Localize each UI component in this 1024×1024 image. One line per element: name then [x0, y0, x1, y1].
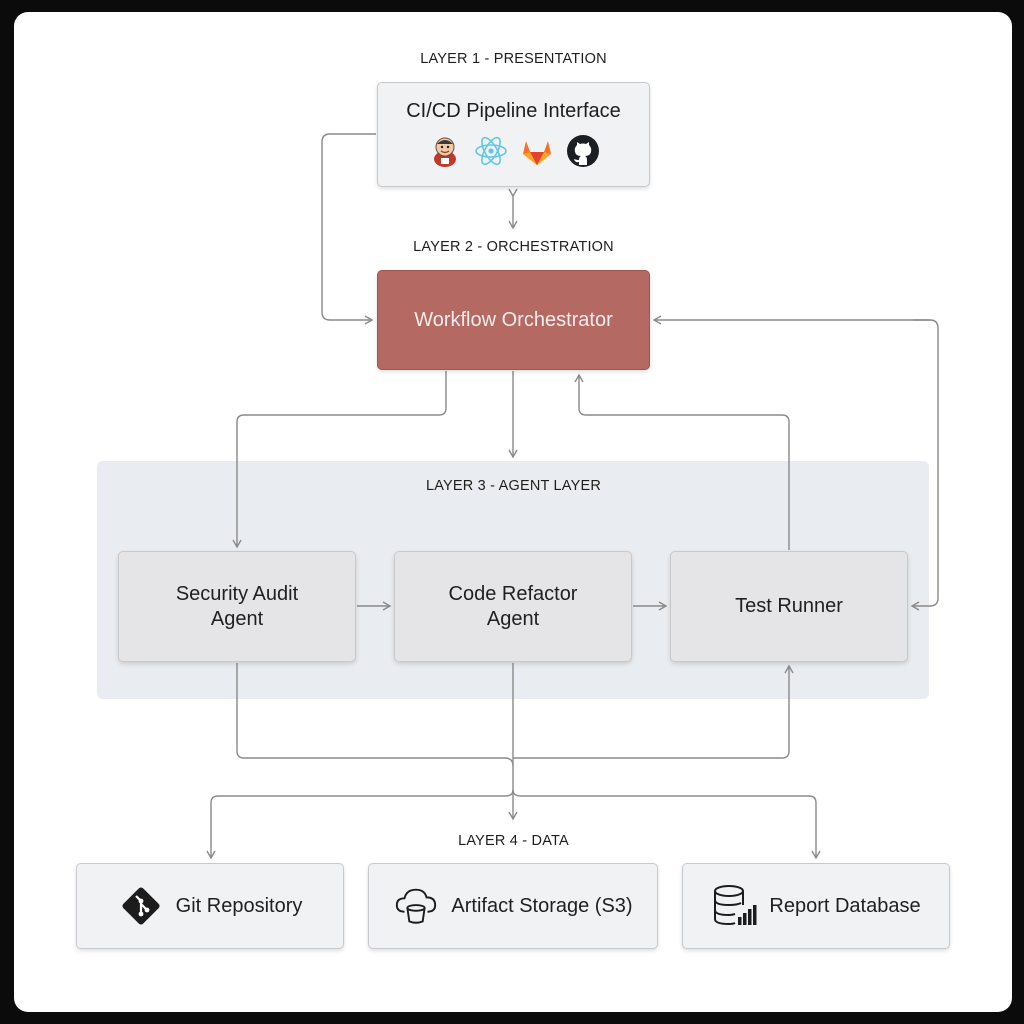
- connector-orchestrator-security: [232, 371, 447, 549]
- workflow-orchestrator-label: Workflow Orchestrator: [414, 308, 613, 331]
- connector-to-git: [206, 789, 514, 860]
- artifact-storage-node[interactable]: Artifact Storage (S3): [368, 863, 658, 949]
- report-database-node[interactable]: Report Database: [682, 863, 950, 949]
- cloud-bucket-icon: [393, 883, 439, 929]
- cicd-pipeline-interface-title: CI/CD Pipeline Interface: [406, 100, 621, 122]
- connector-to-report: [512, 789, 821, 860]
- report-database-label: Report Database: [769, 894, 921, 917]
- connector-security-bus: [236, 663, 514, 767]
- react-icon: [474, 134, 508, 168]
- git-icon: [118, 883, 164, 929]
- connector-interface-loop: [321, 133, 376, 325]
- connector-right-loop-to-orchestrator: [910, 319, 939, 611]
- layer-1-label: LAYER 1 - PRESENTATION: [420, 51, 607, 67]
- gitlab-icon: [520, 134, 554, 168]
- github-icon: [566, 134, 600, 168]
- test-runner-node[interactable]: Test Runner: [670, 551, 908, 662]
- git-repository-node[interactable]: Git Repository: [76, 863, 344, 949]
- tool-icons: [428, 134, 600, 168]
- workflow-orchestrator-node[interactable]: Workflow Orchestrator: [377, 270, 650, 370]
- database-chart-icon: [711, 883, 757, 929]
- connector-bus-test: [513, 664, 794, 759]
- security-audit-agent-node[interactable]: Security Audit Agent: [118, 551, 356, 662]
- git-repository-label: Git Repository: [175, 894, 303, 917]
- test-runner-label: Test Runner: [735, 595, 843, 617]
- jenkins-icon: [428, 134, 462, 168]
- layer-2-label: LAYER 2 - ORCHESTRATION: [413, 239, 614, 255]
- layer-3-label: LAYER 3 - AGENT LAYER: [425, 478, 602, 494]
- security-audit-agent-label: Security Audit Agent: [175, 582, 299, 630]
- connector-test-orchestrator: [574, 373, 790, 550]
- code-refactor-agent-label: Code Refactor Agent: [448, 582, 578, 630]
- cicd-pipeline-interface-node[interactable]: CI/CD Pipeline Interface: [377, 82, 650, 187]
- artifact-storage-label: Artifact Storage (S3): [451, 894, 633, 917]
- layer-4-label: LAYER 4 - DATA: [458, 833, 569, 849]
- code-refactor-agent-node[interactable]: Code Refactor Agent: [394, 551, 632, 662]
